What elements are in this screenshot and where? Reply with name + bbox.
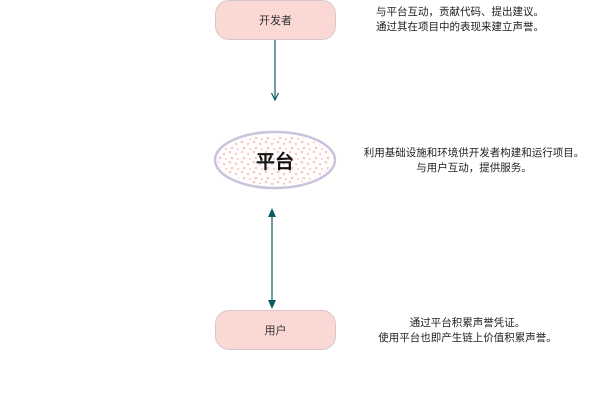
user-note-line-2: 使用平台也即产生链上价值积累声誉。	[378, 332, 557, 344]
user-note-line-1: 通过平台积累声誉凭证。	[409, 317, 526, 329]
platform-note-line-1: 利用基础设施和环境供开发者构建和运行项目。	[363, 147, 585, 159]
user-node[interactable]: 用户	[215, 310, 336, 350]
arrow-platform-user-bidirectional	[268, 208, 276, 309]
platform-ellipse	[213, 130, 337, 190]
arrow-developer-to-platform	[270, 40, 280, 102]
user-note: 通过平台积累声誉凭证。 使用平台也即产生链上价值积累声誉。	[360, 316, 575, 346]
developer-note-line-1: 与平台互动，贡献代码、提出建议。	[376, 6, 544, 18]
platform-node[interactable]: 平台	[215, 135, 335, 185]
developer-note-line-2: 通过其在项目中的表现来建立声誉。	[376, 21, 544, 33]
developer-label: 开发者	[259, 14, 292, 27]
user-label: 用户	[264, 324, 287, 337]
platform-note: 利用基础设施和环境供开发者构建和运行项目。 与用户互动，提供服务。	[345, 146, 603, 176]
developer-node[interactable]: 开发者	[215, 0, 336, 40]
platform-note-line-2: 与用户互动，提供服务。	[416, 162, 532, 174]
platform-label: 平台	[255, 150, 294, 173]
developer-note: 与平台互动，贡献代码、提出建议。 通过其在项目中的表现来建立声誉。	[345, 5, 575, 35]
